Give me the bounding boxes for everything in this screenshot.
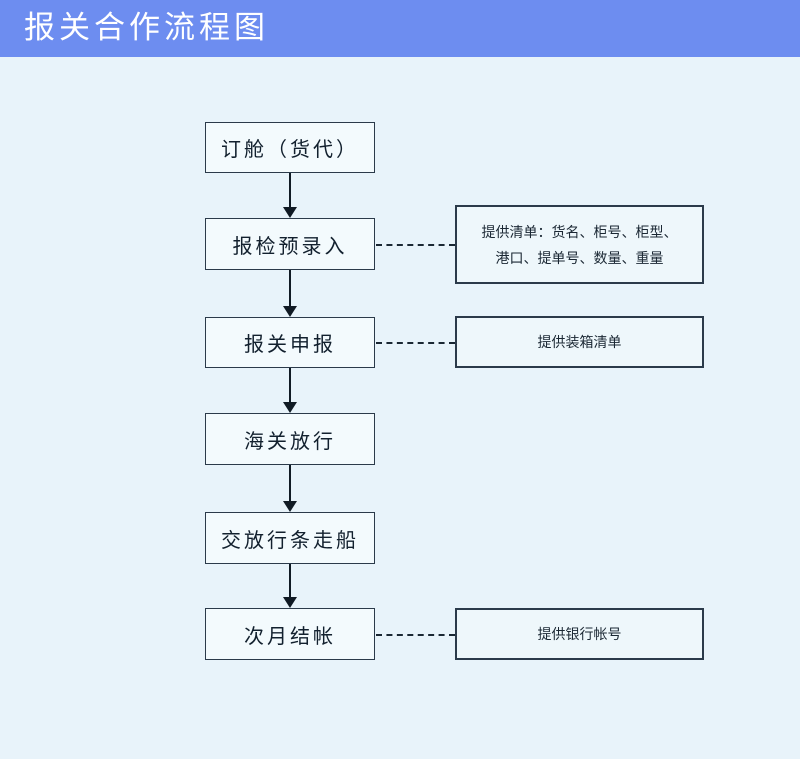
dashed-link-step6-note3 [376,634,455,636]
note-box-1-line-2: 港口、提单号、数量、重量 [495,249,664,266]
flow-step-3-label: 报关申报 [244,334,336,356]
flow-step-4-label: 海关放行 [244,430,336,453]
note-box-1-line-1: 提供清单：货名、柜号、柜型、 [481,223,678,240]
flow-step-2-label: 报检预录入 [232,235,348,258]
flow-step-2-box[interactable]: 报检预录入 [205,218,375,270]
note-box-3: 提供银行帐号 [455,608,704,660]
flow-step-3-box[interactable]: 报关申报 [205,317,375,368]
note-box-3-line-1: 提供银行帐号 [537,626,622,642]
note-box-1: 提供清单：货名、柜号、柜型、 港口、提单号、数量、重量 [455,205,704,284]
arrow-step3-to-step4 [283,368,297,413]
arrow-step2-to-step3 [283,270,297,317]
flow-step-6-label: 次月结帐 [244,625,336,648]
arrow-step1-to-step2 [283,173,297,218]
arrow-step5-to-step6 [283,564,297,608]
dashed-link-step2-note1 [376,244,455,246]
flow-step-1-label: 订舱（货代） [221,139,359,161]
flow-step-5-box[interactable]: 交放行条走船 [205,512,375,564]
page-title: 报关合作流程图 [24,10,269,45]
flow-step-6-box[interactable]: 次月结帐 [205,608,375,660]
title-banner: 报关合作流程图 [0,0,800,57]
flowchart-canvas: 订舱（货代） 报检预录入 提供清单：货名、柜号、柜型、 港口、提单号、数量、重量… [0,57,800,759]
arrow-step4-to-step5 [283,465,297,512]
flow-step-5-label: 交放行条走船 [221,529,359,552]
dashed-link-step3-note2 [376,342,455,344]
flow-step-4-box[interactable]: 海关放行 [205,413,375,465]
note-box-2: 提供装箱清单 [455,316,704,368]
note-box-2-line-1: 提供装箱清单 [537,334,622,350]
flow-step-1-box[interactable]: 订舱（货代） [205,122,375,173]
